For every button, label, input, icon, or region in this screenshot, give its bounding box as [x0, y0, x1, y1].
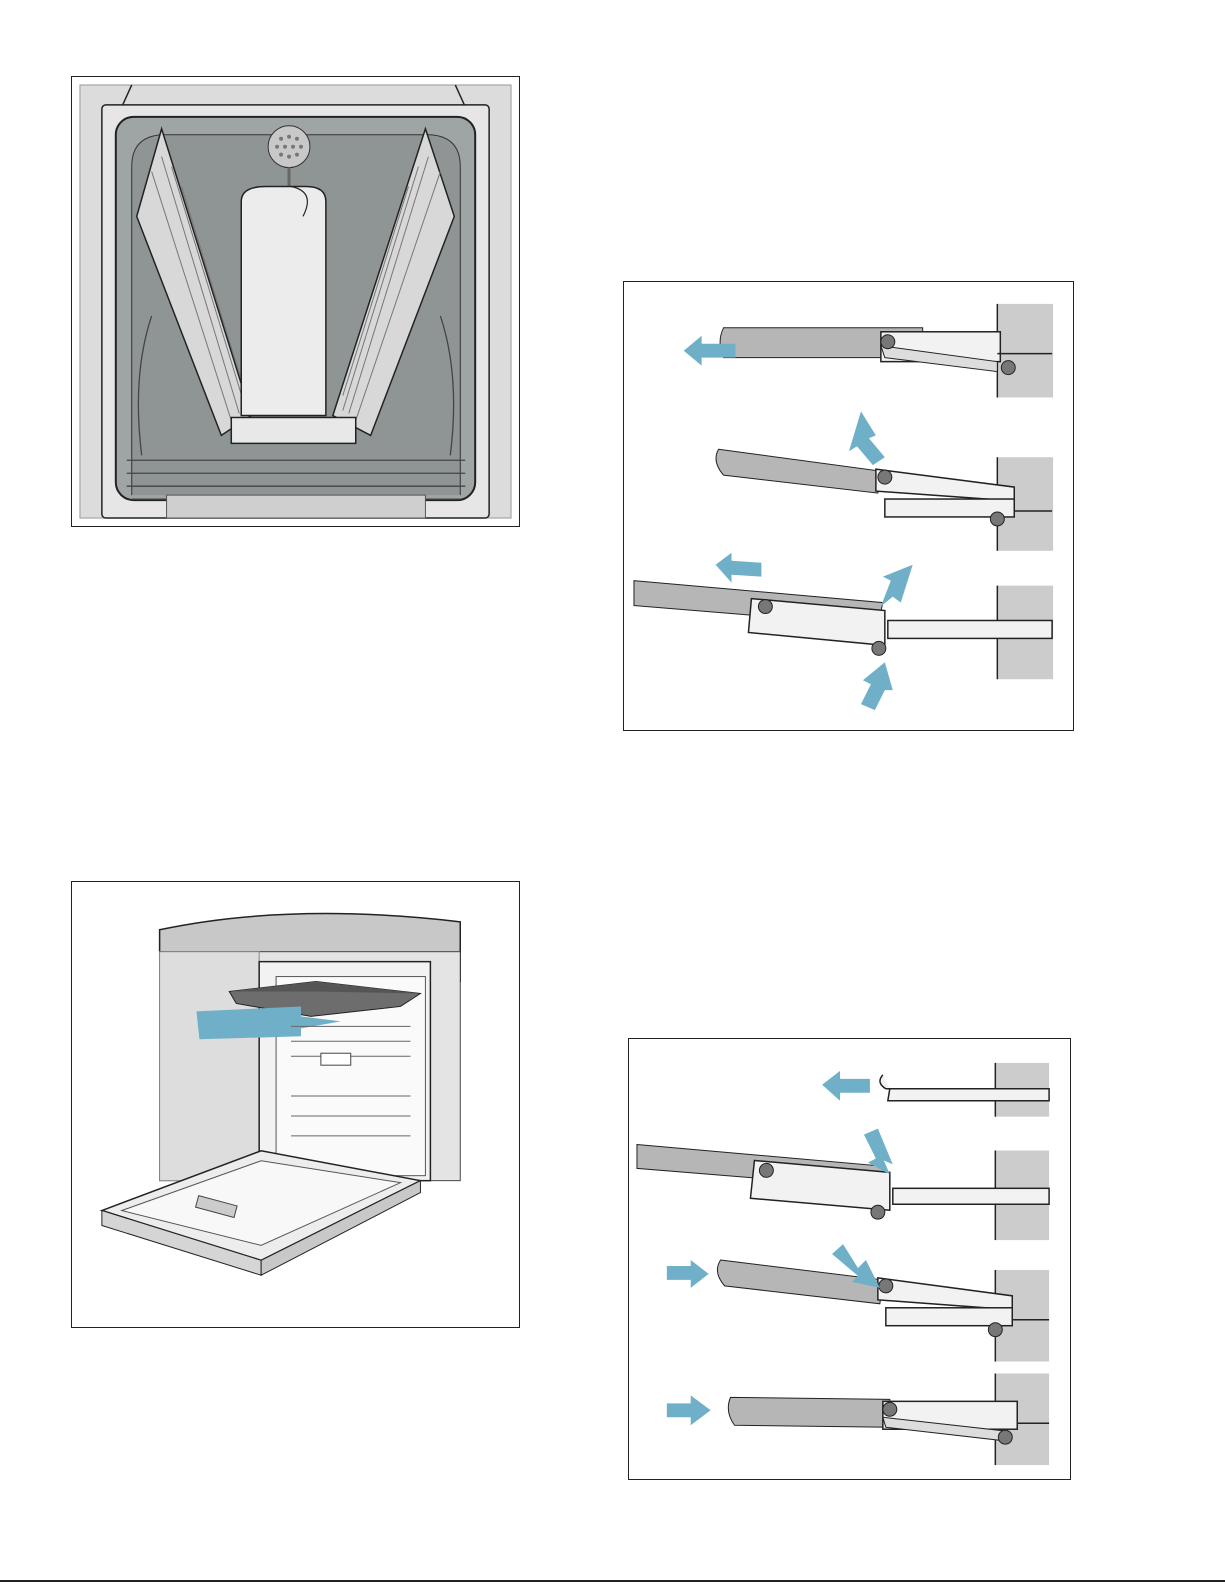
insertion-step-2 [637, 1129, 1049, 1240]
dishwasher-door-illustration [72, 882, 519, 1327]
removal-step-3 [634, 553, 1053, 710]
figure-rail-insertion-steps [628, 1038, 1071, 1480]
down-arrow-icon [881, 565, 913, 607]
figure-door-rack-removal [71, 881, 520, 1328]
insertion-step-4 [667, 1373, 1049, 1465]
rack-illustration [72, 77, 519, 526]
footer-rule [0, 1580, 1225, 1582]
right-arrow-icon [667, 1395, 711, 1425]
rail-insertion-illustration [629, 1039, 1070, 1479]
removal-step-1 [684, 304, 1053, 398]
up-arrow-icon [849, 411, 885, 465]
left-arrow-icon [716, 553, 762, 583]
right-arrow-icon [667, 1260, 709, 1288]
rail-removal-illustration [624, 282, 1073, 730]
removal-step-2 [716, 411, 1053, 550]
insertion-step-3 [667, 1244, 1049, 1361]
figure-rack-in-tub [71, 76, 520, 527]
up-arrow-icon [861, 662, 893, 710]
left-arrow-icon [822, 1071, 870, 1101]
figure-rail-removal-steps [623, 281, 1074, 731]
insertion-step-1 [822, 1063, 1049, 1117]
